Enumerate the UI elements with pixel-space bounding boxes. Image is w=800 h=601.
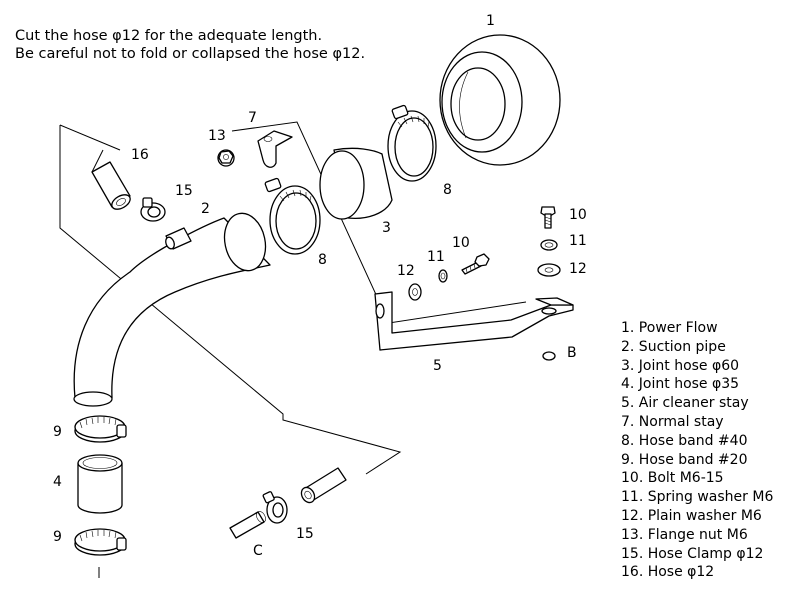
callout-9-lower: 9 bbox=[53, 529, 62, 545]
legend-item: 15. Hose Clamp φ12 bbox=[621, 545, 764, 562]
hose-band-40-lower bbox=[264, 177, 321, 255]
legend-item: 7. Normal stay bbox=[621, 413, 724, 430]
callout-2: 2 bbox=[201, 201, 210, 217]
callout-11-right: 11 bbox=[569, 233, 587, 249]
callout-b: B bbox=[567, 345, 577, 361]
legend-item: 16. Hose φ12 bbox=[621, 564, 715, 581]
callout-10-center: 10 bbox=[452, 235, 470, 251]
callout-5: 5 bbox=[433, 358, 442, 374]
reference-b-mark bbox=[542, 351, 556, 361]
parts-legend: 1. Power Flow 2. Suction pipe 3. Joint h… bbox=[621, 319, 773, 582]
legend-item: 12. Plain washer M6 bbox=[621, 507, 762, 524]
joint-hose-60 bbox=[319, 147, 393, 220]
air-cleaner-stay bbox=[374, 291, 574, 351]
callout-8-lower: 8 bbox=[318, 252, 327, 268]
leader-lines bbox=[59, 121, 527, 578]
callout-3: 3 bbox=[382, 220, 391, 236]
joint-hose-35 bbox=[77, 454, 123, 514]
callout-15-lower: 15 bbox=[296, 526, 314, 542]
hose-clamp-12-lower bbox=[262, 491, 288, 524]
legend-item: 8. Hose band #40 bbox=[621, 432, 748, 449]
callout-4: 4 bbox=[53, 474, 62, 490]
legend-item: 2. Suction pipe bbox=[621, 338, 726, 355]
callout-16: 16 bbox=[131, 147, 149, 163]
callout-c: C bbox=[253, 543, 263, 559]
hose-band-40-upper bbox=[387, 104, 437, 182]
hose-band-20-lower bbox=[74, 528, 127, 556]
power-flow-filter bbox=[439, 34, 561, 166]
callout-15-upper: 15 bbox=[175, 183, 193, 199]
hose-band-20-upper bbox=[74, 415, 127, 443]
normal-stay bbox=[257, 130, 293, 168]
pipe-stub-c bbox=[229, 511, 266, 539]
hose-12-upper bbox=[91, 149, 131, 210]
callout-1: 1 bbox=[486, 13, 495, 29]
callout-11-center: 11 bbox=[427, 249, 445, 265]
callout-7: 7 bbox=[248, 110, 257, 126]
legend-item: 13. Flange nut M6 bbox=[621, 526, 748, 543]
callout-9-upper: 9 bbox=[53, 424, 62, 440]
spring-washer-center bbox=[438, 269, 448, 283]
callout-12-right: 12 bbox=[569, 261, 587, 277]
plain-washer-right bbox=[537, 263, 561, 277]
legend-item: 1. Power Flow bbox=[621, 320, 718, 336]
spring-washer-right bbox=[540, 239, 558, 251]
hose-12-lower bbox=[300, 467, 347, 504]
callout-12-center: 12 bbox=[397, 263, 415, 279]
legend-item: 3. Joint hose φ60 bbox=[621, 357, 740, 374]
hose-clamp-12-upper bbox=[140, 197, 166, 222]
bolt-m6-15-center bbox=[461, 253, 490, 275]
suction-pipe bbox=[73, 212, 271, 407]
plain-washer-center bbox=[408, 283, 422, 301]
callout-13: 13 bbox=[208, 128, 226, 144]
bolt-m6-15-right bbox=[540, 206, 556, 229]
flange-nut bbox=[217, 149, 235, 167]
callout-10-right: 10 bbox=[569, 207, 587, 223]
legend-item: 4. Joint hose φ35 bbox=[621, 376, 740, 393]
legend-item: 9. Hose band #20 bbox=[621, 451, 748, 468]
instruction-note-cut: Cut the hose φ12 for the adequate length… bbox=[15, 28, 323, 44]
legend-item: 10. Bolt M6-15 bbox=[621, 470, 724, 487]
legend-item: 11. Spring washer M6 bbox=[621, 489, 774, 506]
instruction-note-fold: Be careful not to fold or collapsed the … bbox=[15, 46, 366, 62]
legend-item: 5. Air cleaner stay bbox=[621, 395, 749, 412]
callout-8-upper: 8 bbox=[443, 182, 452, 198]
